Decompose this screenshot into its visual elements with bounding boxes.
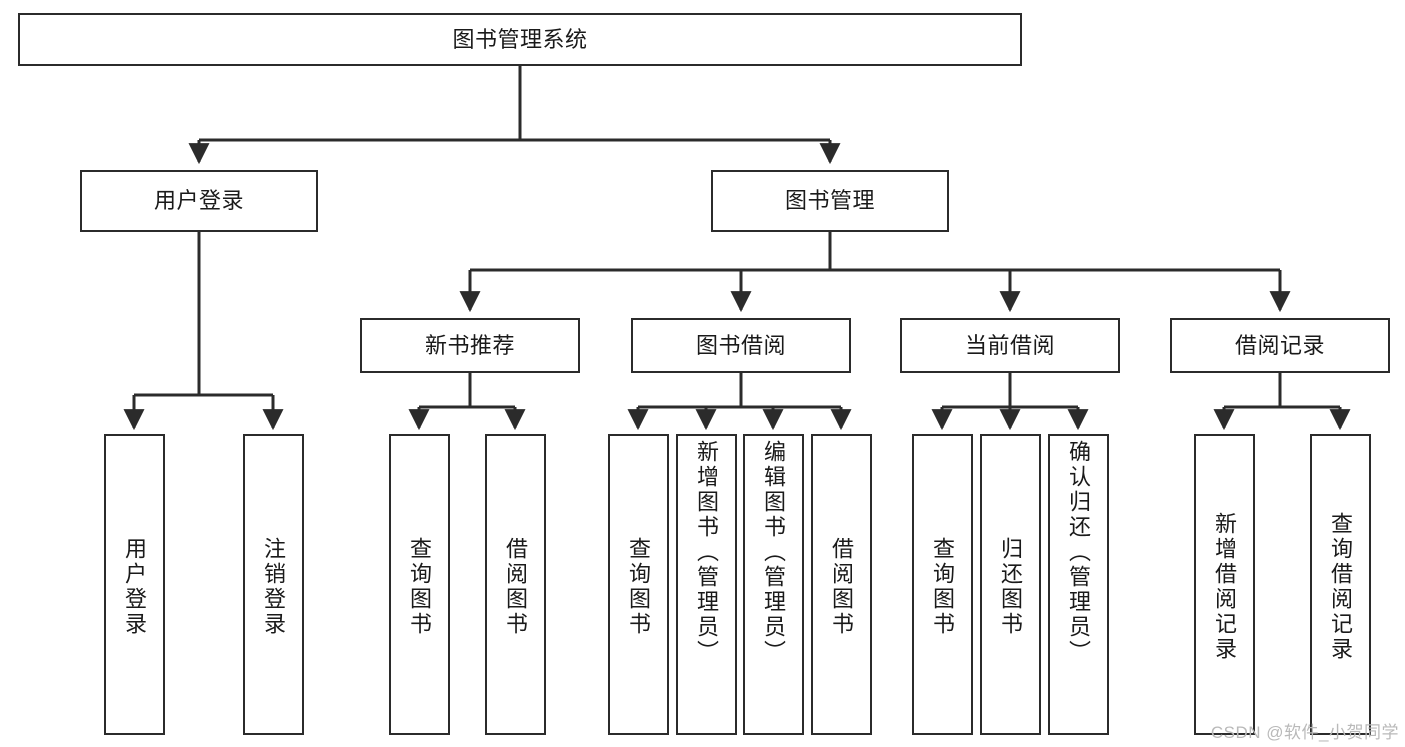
node-current-borrow[interactable]: 当前借阅 [900,318,1120,373]
node-root[interactable]: 图书管理系统 [18,13,1022,66]
node-book-manage[interactable]: 图书管理 [711,170,949,232]
node-new-book-recommend-label: 新书推荐 [424,332,515,358]
csdn-watermark: CSDN @软件_小贺同学 [1210,723,1399,742]
leaf-confirm-return[interactable]: 确认归还（管理员） [1048,434,1109,735]
node-root-label: 图书管理系统 [452,26,588,52]
leaf-edit-book-label: 编辑图书（管理员） [761,440,787,665]
leaf-add-book[interactable]: 新增图书（管理员） [676,434,737,735]
node-book-manage-label: 图书管理 [784,188,875,214]
leaf-query-book-3[interactable]: 查询图书 [912,434,973,735]
leaf-query-book-3-label: 查询图书 [930,536,956,637]
leaf-add-record-label: 新增借阅记录 [1212,511,1238,662]
leaf-query-book-1[interactable]: 查询图书 [389,434,450,735]
leaf-confirm-return-label: 确认归还（管理员） [1066,440,1092,665]
node-user-login-label: 用户登录 [153,188,244,214]
leaf-user-login-label: 用户登录 [122,536,148,637]
node-book-borrow-label: 图书借阅 [695,332,786,358]
leaf-logout-label: 注销登录 [261,536,287,637]
leaf-user-login[interactable]: 用户登录 [104,434,165,735]
leaf-return-book-label: 归还图书 [998,536,1024,637]
node-borrow-record-label: 借阅记录 [1234,332,1325,358]
leaf-edit-book[interactable]: 编辑图书（管理员） [743,434,804,735]
leaf-return-book[interactable]: 归还图书 [980,434,1041,735]
leaf-borrow-book-1-label: 借阅图书 [503,536,529,637]
leaf-query-book-1-label: 查询图书 [407,536,433,637]
node-book-borrow[interactable]: 图书借阅 [631,318,851,373]
leaf-logout[interactable]: 注销登录 [243,434,304,735]
leaf-query-record[interactable]: 查询借阅记录 [1310,434,1371,735]
leaf-query-book-2[interactable]: 查询图书 [608,434,669,735]
node-borrow-record[interactable]: 借阅记录 [1170,318,1390,373]
node-current-borrow-label: 当前借阅 [964,332,1055,358]
leaf-add-book-label: 新增图书（管理员） [694,440,720,665]
leaf-add-record[interactable]: 新增借阅记录 [1194,434,1255,735]
leaf-borrow-book-2-label: 借阅图书 [829,536,855,637]
leaf-query-record-label: 查询借阅记录 [1328,511,1354,662]
leaf-borrow-book-2[interactable]: 借阅图书 [811,434,872,735]
node-user-login[interactable]: 用户登录 [80,170,318,232]
leaf-query-book-2-label: 查询图书 [626,536,652,637]
node-new-book-recommend[interactable]: 新书推荐 [360,318,580,373]
leaf-borrow-book-1[interactable]: 借阅图书 [485,434,546,735]
